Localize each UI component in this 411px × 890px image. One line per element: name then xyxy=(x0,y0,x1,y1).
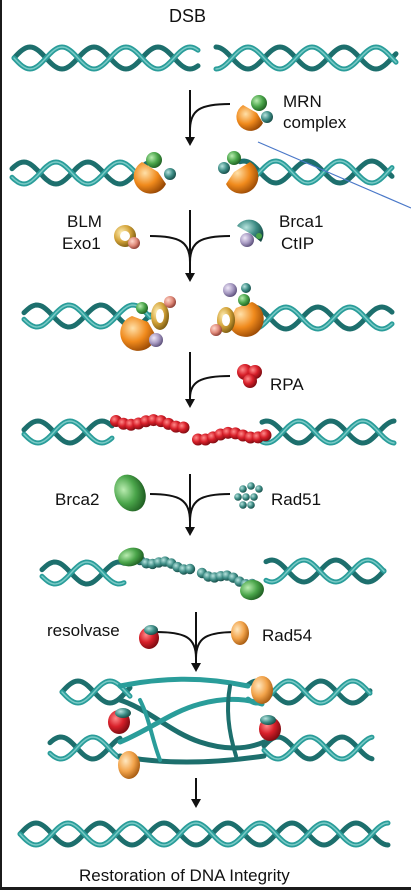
label-resolvase: resolvase xyxy=(47,621,120,640)
hj-bottom-duplex-left xyxy=(47,734,123,762)
hj-bottom-duplex-right xyxy=(261,734,375,762)
brca2-bound-left xyxy=(118,547,144,567)
label-mrn-complex: complex xyxy=(283,113,347,132)
dna-right-row2 xyxy=(237,158,395,186)
label-mrn: MRN xyxy=(283,92,322,111)
label-rad54: Rad54 xyxy=(262,626,313,645)
dna-right-row3 xyxy=(245,304,395,332)
rad51-bead xyxy=(247,501,255,509)
resection-complex-left xyxy=(120,296,176,351)
resection-complex-right xyxy=(210,283,264,337)
dna-right-row5 xyxy=(263,557,387,585)
mrn-bound-right xyxy=(218,151,259,194)
reaction-input-curve xyxy=(189,375,231,399)
rpa-bead xyxy=(259,429,272,442)
rad51-bead xyxy=(239,501,247,509)
reaction-input-curve xyxy=(189,103,231,131)
dna-left-row2 xyxy=(9,159,153,187)
rad54-bound-top xyxy=(251,676,273,704)
brca2-bound-right xyxy=(240,579,264,601)
dna-left-row5 xyxy=(39,559,127,587)
reaction-input-curve xyxy=(189,235,231,263)
brca2-icon xyxy=(114,474,146,512)
rad54-bound-bottom xyxy=(118,751,140,779)
label-exo1: Exo1 xyxy=(62,234,101,253)
reaction-input-curve xyxy=(149,493,191,523)
resolvase-icon xyxy=(139,625,159,649)
holliday-junction xyxy=(47,676,375,765)
left-frame-border xyxy=(0,0,2,890)
rad51-bead xyxy=(250,493,258,501)
reaction-input-curve xyxy=(189,493,231,523)
resolvase-bound-left xyxy=(108,708,131,734)
rad54-icon xyxy=(231,621,249,645)
reaction-input-curve xyxy=(195,631,237,659)
reaction-input-curve xyxy=(155,631,197,659)
resolvase-bound-right xyxy=(259,715,281,741)
brca1-ctip-icon xyxy=(237,219,264,247)
label-brca2: Brca2 xyxy=(55,490,100,509)
label-blm: BLM xyxy=(67,212,102,231)
rad51-bead xyxy=(184,563,196,575)
dna-left-row4 xyxy=(21,418,115,446)
mrn-bound-left xyxy=(133,152,176,194)
rad51-icon xyxy=(234,482,263,509)
mrn-complex-icon xyxy=(236,95,273,131)
label-rpa: RPA xyxy=(270,375,304,394)
dna-left-row1 xyxy=(11,44,201,72)
footer-caption: Restoration of DNA Integrity xyxy=(79,866,290,885)
rpa-icon xyxy=(237,364,262,388)
label-brca1: Brca1 xyxy=(279,212,324,231)
dna-restored xyxy=(17,820,391,848)
dna-right-row4 xyxy=(259,418,397,446)
label-ctip: CtIP xyxy=(281,234,315,253)
label-rad51: Rad51 xyxy=(271,490,322,509)
rpa-coated-ssdna-left xyxy=(110,414,190,434)
rad51-bead xyxy=(255,485,263,493)
blm-exo1-icon xyxy=(114,225,140,249)
rad51-bead xyxy=(239,485,247,493)
reaction-input-curve xyxy=(149,235,191,263)
rpa-bead xyxy=(177,421,190,434)
title-dsb: DSB xyxy=(169,6,207,26)
rad51-bead xyxy=(234,493,242,501)
dna-right-row1 xyxy=(213,44,399,72)
rad51-filament-left xyxy=(134,554,196,575)
annotation-line xyxy=(257,141,411,209)
bottom-frame-border xyxy=(0,887,411,890)
rad51-bead xyxy=(247,482,255,490)
rpa-coated-ssdna-right xyxy=(192,426,272,446)
rad51-bead xyxy=(242,493,250,501)
